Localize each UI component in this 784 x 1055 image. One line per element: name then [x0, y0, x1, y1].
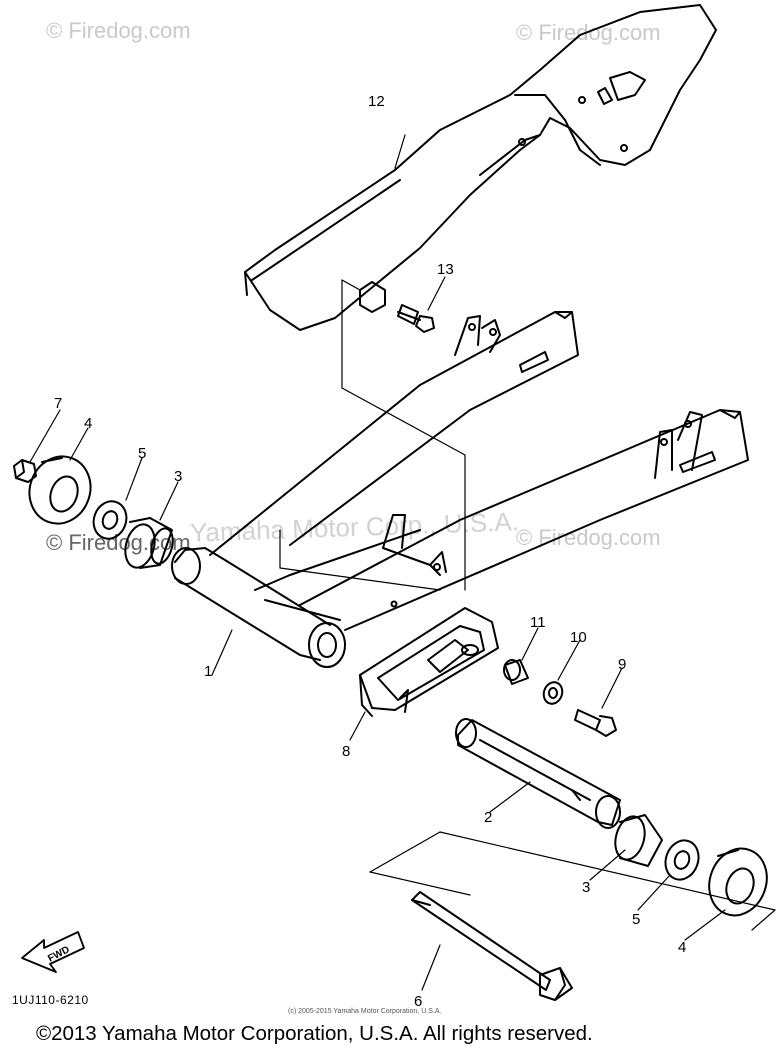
callout-8: 8	[342, 743, 351, 760]
part-12-chain-guard	[244, 4, 717, 331]
part-4-dust-seal-right	[708, 847, 768, 917]
callout-9: 9	[618, 656, 627, 673]
fwd-label: FWD	[46, 944, 71, 964]
callout-4-right: 4	[678, 939, 687, 956]
part-3-bushing-right	[614, 814, 663, 867]
callout-13: 13	[437, 261, 454, 278]
fwd-arrow-icon: FWD	[21, 931, 85, 973]
part-5-washer-right	[664, 839, 700, 881]
part-code: 1UJ110-6210	[12, 993, 89, 1007]
part-8-chain-adjuster	[359, 607, 499, 717]
part-2-long-collar	[455, 718, 621, 829]
part-9-bolt	[574, 709, 617, 737]
small-copyright: (c) 2005-2015 Yamaha Motor Corporation, …	[288, 1008, 442, 1015]
part-4-dust-seal-left	[28, 455, 92, 525]
callout-4-left: 4	[84, 415, 93, 432]
callout-5-left: 5	[138, 445, 147, 462]
callout-6: 6	[414, 993, 423, 1010]
callout-3-right: 3	[582, 879, 591, 896]
callout-7: 7	[54, 395, 63, 412]
part-5-washer-left	[92, 500, 128, 540]
callout-11: 11	[530, 614, 546, 631]
part-1-swing-arm	[171, 311, 749, 668]
part-6-pivot-shaft	[411, 891, 573, 1001]
callout-2: 2	[484, 809, 493, 826]
callout-3-left: 3	[174, 468, 183, 485]
part-3-bushing-left	[124, 517, 174, 569]
callout-10: 10	[570, 629, 587, 646]
part-11-collar	[503, 659, 529, 685]
callout-12: 12	[368, 93, 385, 110]
footer-copyright: ©2013 Yamaha Motor Corporation, U.S.A. A…	[36, 1022, 593, 1045]
watermark-top-left: © Firedog.com	[46, 18, 191, 43]
leader-lines	[29, 134, 726, 991]
callout-1: 1	[204, 663, 213, 680]
callout-5-right: 5	[632, 911, 641, 928]
part-10-washer-small	[542, 681, 564, 705]
part-13-bolt	[397, 304, 435, 333]
part-7-nut	[13, 459, 37, 483]
